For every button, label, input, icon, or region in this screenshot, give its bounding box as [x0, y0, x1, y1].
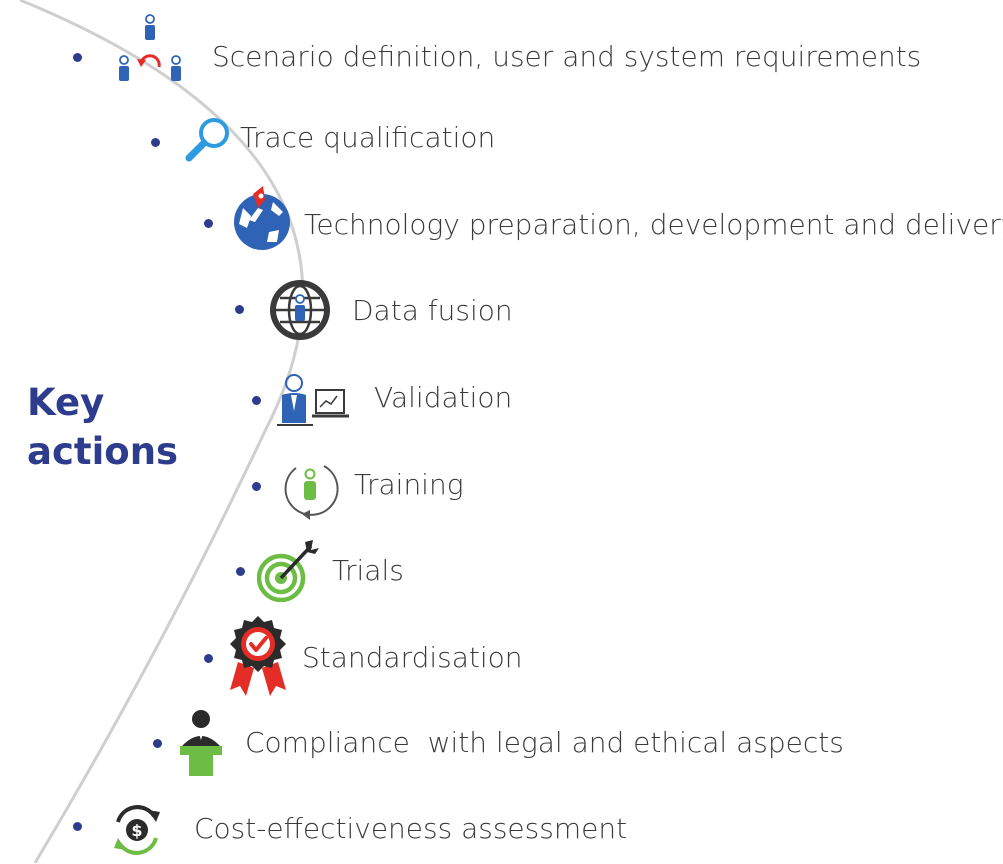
action-label-trace: Trace qualification — [240, 121, 496, 154]
magnifier-icon — [184, 115, 234, 163]
action-label-standardisation: Standardisation — [302, 641, 523, 674]
speaker-podium-icon — [176, 708, 226, 780]
award-ribbon-icon — [226, 612, 290, 704]
action-label-compliance: Compliance with legal and ethical aspect… — [245, 726, 844, 759]
timeline-dot — [204, 219, 213, 228]
rocket-globe-icon — [225, 186, 295, 252]
action-label-cost: Cost-effectiveness assessment — [194, 812, 628, 845]
action-label-data-fusion: Data fusion — [352, 294, 513, 327]
timeline-dot — [236, 567, 245, 576]
timeline-dot — [204, 654, 213, 663]
person-cycle-icon — [276, 456, 346, 524]
title-line-2: actions — [27, 430, 179, 473]
timeline-dot — [252, 482, 261, 491]
timeline-dot — [73, 53, 82, 62]
timeline-dot — [153, 739, 162, 748]
globe-person-icon — [267, 277, 333, 343]
key-actions-title: Key actions — [27, 378, 178, 476]
action-label-technology: Technology preparation, development and … — [304, 208, 1003, 241]
action-label-validation: Validation — [374, 381, 513, 414]
target-dart-icon — [256, 536, 327, 603]
action-label-trials: Trials — [332, 554, 404, 587]
people-cycle-icon — [110, 12, 190, 88]
timeline-dot — [73, 822, 82, 831]
action-label-scenario: Scenario definition, user and system req… — [212, 40, 922, 73]
dollar-cycle-icon: $ — [108, 800, 166, 860]
action-label-training: Training — [354, 468, 464, 501]
svg-text:$: $ — [131, 821, 142, 840]
person-laptop-icon — [277, 373, 359, 429]
timeline-dot — [235, 305, 244, 314]
title-line-1: Key — [27, 381, 105, 424]
timeline-dot — [252, 396, 261, 405]
timeline-dot — [151, 138, 160, 147]
